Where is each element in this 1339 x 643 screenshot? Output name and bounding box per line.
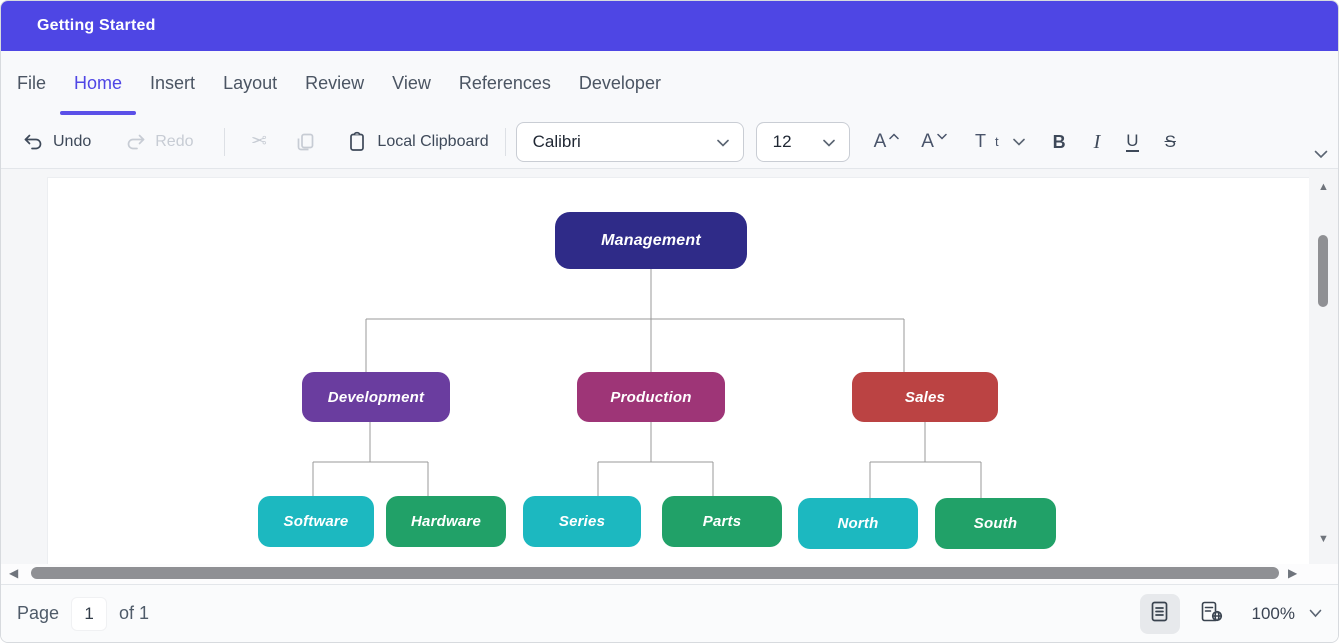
menu-tab-bar: File Home Insert Layout Review View Refe… [1,51,1338,115]
bold-button[interactable]: B [1052,131,1066,152]
web-layout-icon [1201,601,1223,627]
grow-font-button[interactable]: A [874,132,906,151]
document-title: Getting Started [37,17,156,34]
toolbar-overflow-button[interactable] [1314,146,1328,164]
org-chart-connectors [312,269,982,498]
org-node-production[interactable]: Production [577,372,725,422]
scroll-up-arrow[interactable]: ▲ [1318,181,1329,193]
undo-icon [23,132,44,152]
status-bar: Page of 1 [1,584,1338,642]
font-size-value: 12 [772,131,792,151]
tab-review[interactable]: Review [305,72,365,93]
redo-button[interactable]: Redo [125,132,194,152]
toolbar-separator [504,127,506,156]
font-size-combobox[interactable]: 12 [755,121,850,162]
horizontal-scrollbar[interactable]: ◀ ▶ [1,564,1338,584]
undo-button[interactable]: Undo [23,132,91,152]
copy-button[interactable] [294,131,316,153]
change-case-dropdown[interactable] [1012,133,1025,151]
home-toolbar: Undo Redo ✂ [1,115,1338,169]
document-viewport: Management Development Production Sales … [1,169,1338,584]
zoom-level-value[interactable]: 100% [1251,603,1295,623]
local-clipboard-toggle[interactable]: Local Clipboard [346,131,489,153]
org-node-management[interactable]: Management [555,212,747,269]
org-node-series[interactable]: Series [523,496,641,547]
tab-view[interactable]: View [392,72,431,93]
caret-down-icon [937,127,947,145]
page-number-input[interactable] [71,596,108,631]
vertical-scrollbar[interactable]: ▲ ▼ [1309,169,1338,564]
chevron-down-icon [1012,133,1025,151]
title-bar: Getting Started [1,1,1338,51]
font-family-value: Calibri [532,131,581,151]
scroll-left-arrow[interactable]: ◀ [9,566,19,580]
vertical-scroll-thumb[interactable] [1318,235,1328,307]
org-node-sales[interactable]: Sales [852,372,998,422]
caret-up-icon [889,127,900,145]
strikethrough-button[interactable]: S [1164,132,1176,151]
cut-button[interactable]: ✂ [250,131,267,152]
tab-home[interactable]: Home [60,51,137,115]
org-node-development[interactable]: Development [302,372,450,422]
print-layout-button[interactable] [1139,593,1180,634]
org-node-north[interactable]: North [798,498,918,549]
print-layout-icon [1151,601,1168,627]
tab-developer[interactable]: Developer [578,72,661,93]
tab-file[interactable]: File [17,72,47,93]
page-label: Page [17,603,60,623]
zoom-dropdown-chevron-icon[interactable] [1309,605,1322,623]
web-layout-button[interactable] [1192,594,1232,634]
page-count-label: of 1 [119,603,150,623]
redo-label: Redo [155,132,194,150]
org-node-hardware[interactable]: Hardware [386,496,506,547]
org-node-south[interactable]: South [935,498,1056,549]
org-node-software[interactable]: Software [258,496,374,547]
clipboard-icon [346,131,368,153]
chevron-down-icon [716,132,729,152]
local-clipboard-label: Local Clipboard [377,132,489,150]
font-family-combobox[interactable]: Calibri [515,121,744,162]
undo-label: Undo [53,132,92,150]
org-node-parts[interactable]: Parts [662,496,782,547]
italic-button[interactable]: I [1093,130,1101,153]
horizontal-scroll-thumb[interactable] [31,567,1279,579]
copy-icon [294,131,316,153]
tab-references[interactable]: References [458,72,551,93]
underline-button[interactable]: U [1126,130,1139,152]
toolbar-separator [223,127,225,156]
chevron-down-icon [822,132,835,152]
shrink-font-button[interactable]: A [921,132,953,151]
scroll-down-arrow[interactable]: ▼ [1318,533,1329,545]
tab-insert[interactable]: Insert [150,72,196,93]
redo-icon [125,132,146,152]
scroll-right-arrow[interactable]: ▶ [1288,566,1298,580]
tab-layout[interactable]: Layout [223,72,278,93]
scissors-icon: ✂ [250,131,267,152]
